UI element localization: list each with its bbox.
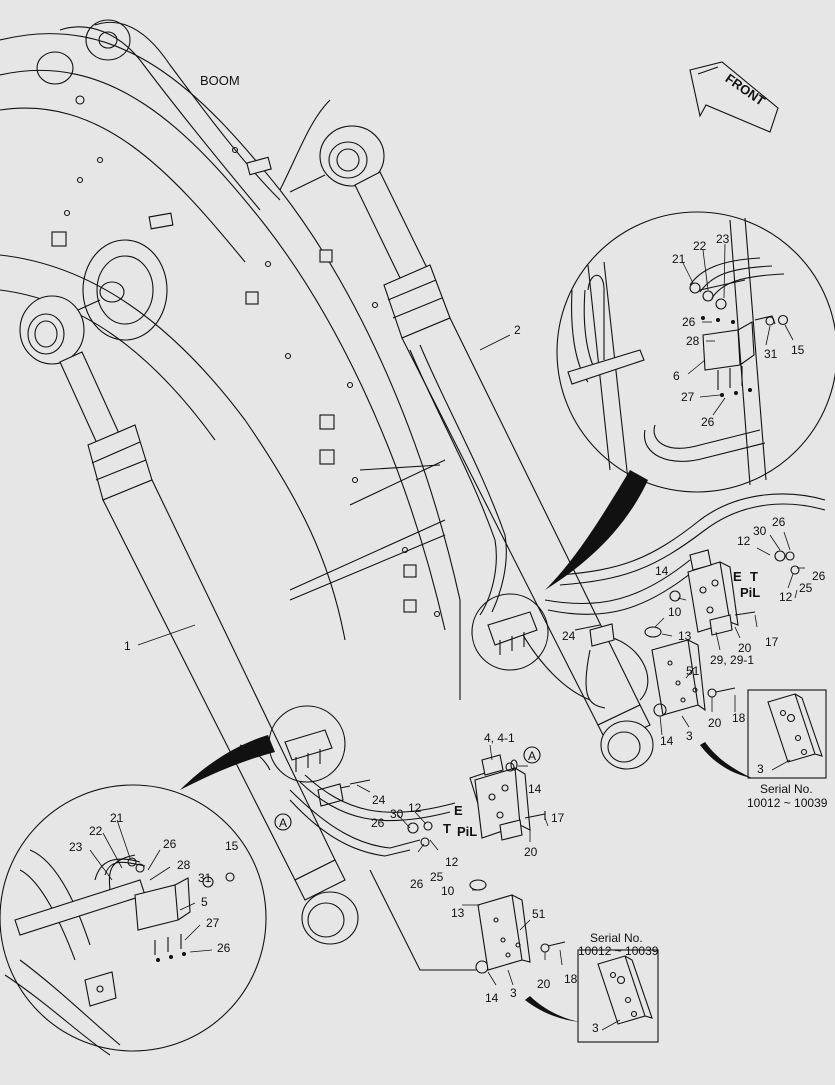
callout-15-right: 15 (791, 343, 805, 357)
front-direction-arrow: FRONT (689, 61, 779, 133)
callout-27-right: 27 (681, 390, 695, 404)
callout-2: 2 (514, 323, 521, 337)
callout-25-right: 25 (799, 581, 813, 595)
callout-27-left: 27 (206, 916, 220, 930)
section-label-a-left: A (279, 816, 287, 830)
callout-3-serial-left: 3 (592, 1021, 599, 1035)
callout-18-center: 18 (564, 972, 578, 986)
callout-20-center-a: 20 (524, 845, 538, 859)
section-marker-a-left (274, 813, 292, 831)
detail-circle-right (556, 211, 835, 493)
callout-12-center-b: 12 (445, 855, 459, 869)
callout-12-center-a: 12 (408, 801, 422, 815)
detail-pointer-left (180, 735, 275, 790)
callout-23-left: 23 (69, 840, 83, 854)
callout-26-right-d: 26 (812, 569, 826, 583)
port-pil-right: PiL (740, 585, 760, 600)
callout-1: 1 (124, 639, 131, 653)
callout-20-center-b: 20 (537, 977, 551, 991)
callout-26-left-b: 26 (217, 941, 231, 955)
callout-29: 29, 29-1 (710, 653, 754, 667)
safety-valve-assembly-right (574, 531, 805, 736)
callout-13-right: 13 (678, 629, 692, 643)
serial-title-left: Serial No. (590, 931, 643, 945)
boom-structure (0, 19, 461, 700)
zoom-circle-left (268, 705, 346, 783)
callout-26-right-c: 26 (772, 515, 786, 529)
callout-26-right-a: 26 (682, 315, 696, 329)
safety-valve-assembly-center (289, 744, 566, 986)
callout-22-right: 22 (693, 239, 707, 253)
callout-51-right: 51 (686, 664, 700, 678)
boom-cylinder-right (289, 125, 826, 770)
serial-range-left: 10012 ~ 10039 (578, 944, 659, 958)
boom-label: BOOM (200, 73, 240, 88)
callout-15-left: 15 (225, 839, 239, 853)
callout-14-center-b: 14 (485, 991, 499, 1005)
callout-24-right: 24 (562, 629, 576, 643)
detail-circle-left (0, 784, 267, 1056)
callout-21-right: 21 (672, 252, 686, 266)
callout-10-right: 10 (668, 605, 682, 619)
callout-20-right-b: 20 (708, 716, 722, 730)
callout-23-right: 23 (716, 232, 730, 246)
port-e-center: E (454, 803, 463, 818)
callout-22-left: 22 (89, 824, 103, 838)
serial-range-right: 10012 ~ 10039 (747, 796, 828, 810)
callout-25-center: 25 (430, 870, 444, 884)
callout-51-center: 51 (532, 907, 546, 921)
callout-30-right: 30 (753, 524, 767, 538)
callout-13-center: 13 (451, 906, 465, 920)
callout-3-center: 3 (510, 986, 517, 1000)
callout-28-right: 28 (686, 334, 700, 348)
callout-3-serial-right: 3 (757, 762, 764, 776)
port-e-right: E (733, 569, 742, 584)
callout-17-center: 17 (551, 811, 565, 825)
callout-6: 6 (673, 369, 680, 383)
port-t-right: T (750, 569, 758, 584)
callout-20-right-a: 20 (738, 641, 752, 655)
callout-31-left: 31 (198, 871, 212, 885)
callout-4: 4, 4-1 (484, 731, 515, 745)
callout-24-center: 24 (372, 793, 386, 807)
section-label-a-center: A (528, 749, 536, 763)
callout-30-center: 30 (390, 807, 404, 821)
callout-3-right: 3 (686, 729, 693, 743)
section-marker-a-center (523, 746, 541, 764)
port-pil-center: PiL (457, 824, 477, 839)
serial-box-left (525, 949, 659, 1043)
callout-14-right-b: 14 (660, 734, 674, 748)
boom-cylinder-left (19, 295, 359, 945)
callout-18-right: 18 (732, 711, 746, 725)
callout-12-right-b: 12 (779, 590, 793, 604)
detail-pointer-right (545, 470, 648, 590)
callout-31-right: 31 (764, 347, 778, 361)
callout-17-right: 17 (765, 635, 779, 649)
callout-21-left: 21 (110, 811, 124, 825)
callout-26-center-a: 26 (371, 816, 385, 830)
callout-26-center-b: 26 (410, 877, 424, 891)
callout-10-center: 10 (441, 884, 455, 898)
callout-28-left: 28 (177, 858, 191, 872)
serial-title-right: Serial No. (760, 782, 813, 796)
serial-box-right (700, 689, 827, 779)
callout-26-right-b: 26 (701, 415, 715, 429)
port-t-center: T (443, 821, 451, 836)
callout-14-center-a: 14 (528, 782, 542, 796)
callout-26-left-a: 26 (163, 837, 177, 851)
callout-12-right-a: 12 (737, 534, 751, 548)
callout-5: 5 (201, 895, 208, 909)
callout-14-right-a: 14 (655, 564, 669, 578)
zoom-circle-right (471, 593, 549, 671)
